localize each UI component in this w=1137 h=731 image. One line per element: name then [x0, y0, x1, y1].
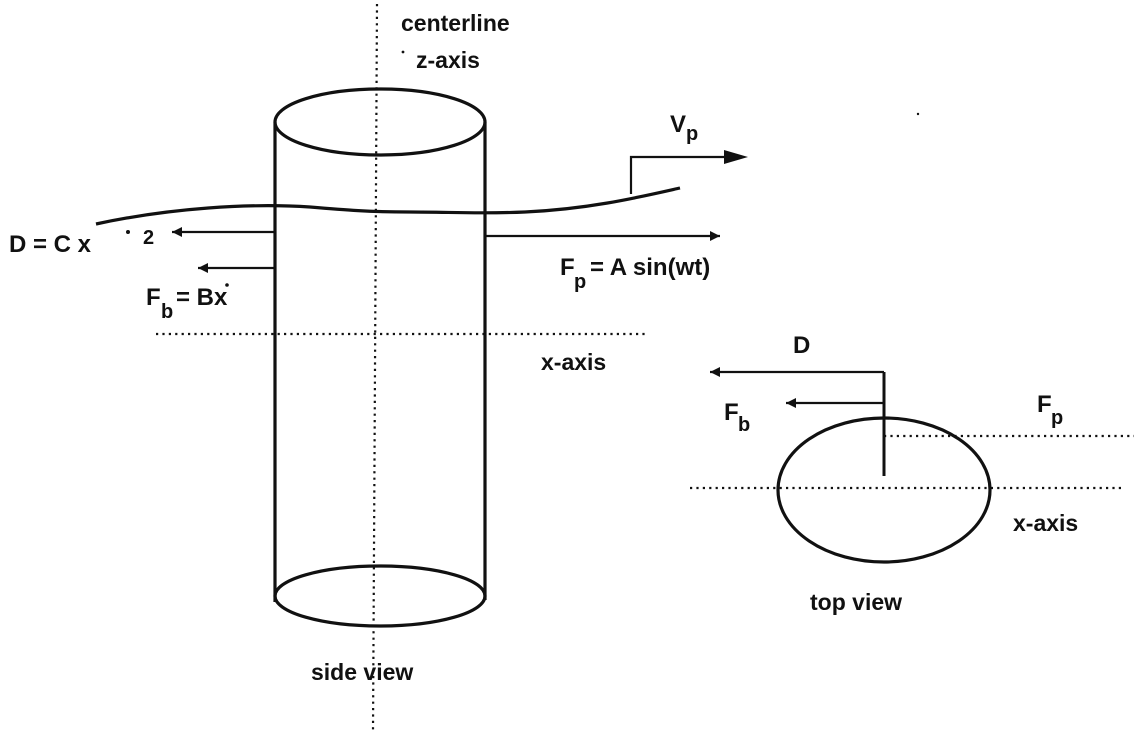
top-drag-label: D — [793, 332, 810, 359]
drag-equation: D = C x 2 — [9, 227, 154, 258]
centerline-z-axis — [371, 3, 379, 731]
z-axis-label: z-axis — [416, 47, 480, 73]
top-fb-label-main: F — [724, 399, 739, 426]
vp-arrow — [629, 150, 748, 194]
cylinder-side-view — [273, 87, 487, 628]
fp-equation: F p = A sin(wt) — [560, 254, 710, 293]
fb-equation-sub: b — [161, 301, 173, 323]
vp-label: V p — [670, 111, 698, 145]
stray-dot-1 — [401, 50, 405, 54]
side-view-label: side view — [311, 659, 413, 685]
flow-curve — [95, 186, 681, 226]
top-fb-label: F b — [724, 399, 750, 436]
fb-equation: F b = Bx — [146, 283, 229, 323]
drag-equation-exponent: 2 — [143, 227, 154, 249]
drag-equation-main: D = C x — [9, 231, 92, 258]
fp-equation-sub: p — [574, 271, 586, 293]
top-fb-label-sub: b — [738, 414, 750, 436]
stray-dot-2 — [916, 112, 920, 116]
vp-label-sub: p — [686, 123, 698, 145]
x-axis-top-label: x-axis — [1013, 510, 1078, 536]
fb-equation-main: F — [146, 284, 161, 311]
top-fp-label-main: F — [1037, 391, 1052, 418]
cylinder-bottom-ellipse — [273, 564, 487, 628]
fb-xdot — [225, 283, 229, 287]
x-axis-side-label: x-axis — [541, 349, 606, 375]
vp-label-main: V — [670, 111, 686, 138]
fb-equation-rhs: = Bx — [176, 284, 228, 311]
cylinder-top-view — [690, 367, 1134, 564]
cylinder-top-ellipse — [273, 87, 487, 157]
top-view-label: top view — [810, 589, 902, 615]
top-fp-label-sub: p — [1051, 407, 1063, 429]
drag-xdot — [126, 230, 130, 234]
fp-equation-rhs: = A sin(wt) — [590, 254, 710, 281]
fp-equation-main: F — [560, 254, 575, 281]
centerline-label: centerline — [401, 10, 510, 36]
top-fp-label: F p — [1037, 391, 1063, 429]
